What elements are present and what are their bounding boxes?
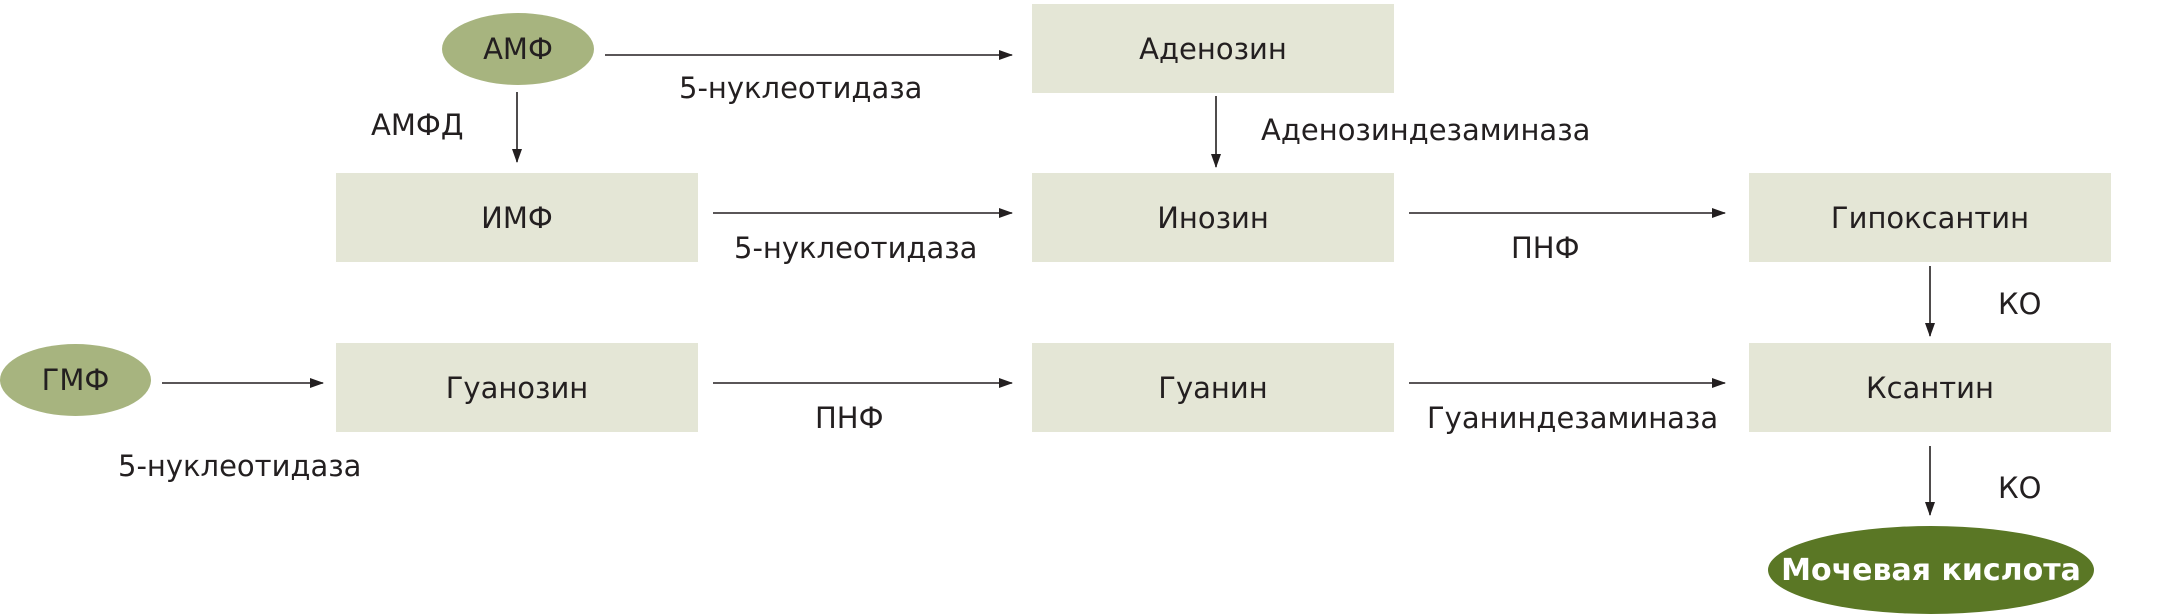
enzyme-label-imf-to-inosine: 5-нуклеотидаза xyxy=(734,231,978,265)
node-adenosine: Аденозин xyxy=(1032,4,1394,93)
node-gmf: ГМФ xyxy=(0,344,151,416)
node-guanosine: Гуанозин xyxy=(336,343,698,432)
node-inosine: Инозин xyxy=(1032,173,1394,262)
enzyme-label-guanine-to-xanthine: Гуаниндезаминаза xyxy=(1427,401,1719,435)
enzyme-label-xanthine-to-uric-acid: КО xyxy=(1998,471,2042,505)
node-imf: ИМФ xyxy=(336,173,698,262)
enzyme-label-adenosine-to-inosine: Аденозиндезаминаза xyxy=(1261,113,1591,147)
node-guanine: Гуанин xyxy=(1032,343,1394,432)
enzyme-label-amf-to-imf: АМФД xyxy=(371,108,464,142)
enzyme-label-gmf-to-guanosine: 5-нуклеотидаза xyxy=(118,449,362,483)
node-uric-acid: Мочевая кислота xyxy=(1768,526,2094,614)
enzyme-label-guanosine-to-guanine: ПНФ xyxy=(815,401,884,435)
node-xanthine: Ксантин xyxy=(1749,343,2111,432)
node-hypoxanthine: Гипоксантин xyxy=(1749,173,2111,262)
enzyme-label-inosine-to-hypoxanthine: ПНФ xyxy=(1511,231,1580,265)
node-amf: АМФ xyxy=(442,13,594,85)
enzyme-label-hypoxanthine-to-xanthine: КО xyxy=(1998,287,2042,321)
enzyme-label-amf-to-adenosine: 5-нуклеотидаза xyxy=(679,71,923,105)
